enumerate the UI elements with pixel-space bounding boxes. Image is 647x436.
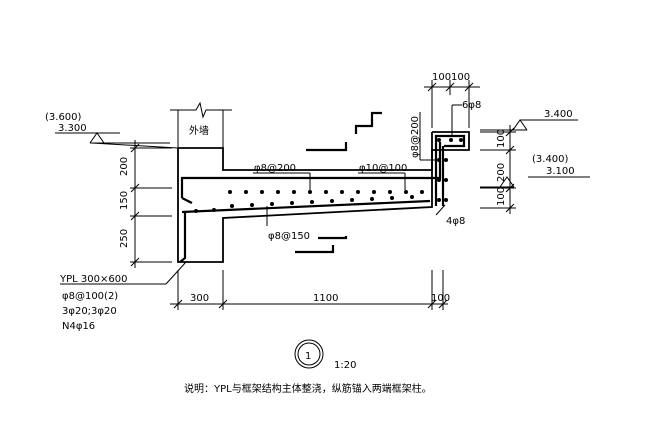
detail-number: 1 [305,351,311,362]
rebar-label-tip: 6φ8 [462,100,481,111]
top-dim-2: 100 [451,72,470,83]
level-right-mid-lower: 3.100 [546,166,575,177]
bar-sketch-upper [354,111,382,134]
detail-marker: 1 1:20 [294,339,356,371]
beam-side-bars: N4φ16 [62,321,95,332]
wall-label: 外墙 [189,124,209,137]
bottom-dim-2: 1100 [313,293,338,304]
dimension-lines [130,80,516,310]
bar-sketch-mid [318,236,348,240]
bottom-dim-3: 100 [431,293,450,304]
detail-scale: 1:20 [334,360,356,371]
beam-stirrup: φ8@100(2) [62,291,118,302]
bar-sketch-left [306,142,348,152]
level-left-lower: 3.300 [58,123,87,134]
drawing-text: (3.600) 3.300 3.400 (3.400) 3.100 外墙 200… [45,72,575,332]
left-dim-3: 250 [119,229,130,248]
reinforcement [179,111,466,263]
distribution-bar-dots [194,138,463,213]
drawing-note: 说明：YPL与框架结构主体整浇，纵筋锚入两端框架柱。 [184,382,432,395]
rebar-label-bottom: φ8@150 [268,231,310,242]
leader-lines [60,104,462,285]
rebar-label-top: φ8@200 [254,163,296,174]
rebar-label-main: φ10@100 [359,163,407,174]
level-left-upper: (3.600) [45,112,82,123]
beam-name: YPL 300×600 [59,274,127,285]
bottom-dim-1: 300 [190,293,209,304]
level-right-mid-upper: (3.400) [532,154,569,165]
beam-longitudinal: 3φ20;3φ20 [62,306,117,317]
left-dim-1: 200 [119,157,130,176]
right-dim-1: 100 [496,129,507,148]
level-right-top: 3.400 [544,109,573,120]
right-dim-2: 200 [496,163,507,182]
right-dim-3: 100 [496,187,507,206]
rebar-label-corner: 4φ8 [446,216,465,227]
top-dim-1: 100 [432,72,451,83]
left-dim-2: 150 [119,191,130,210]
rebar-label-vertical: φ8@200 [410,116,421,158]
bar-sketch-lower [295,245,335,254]
